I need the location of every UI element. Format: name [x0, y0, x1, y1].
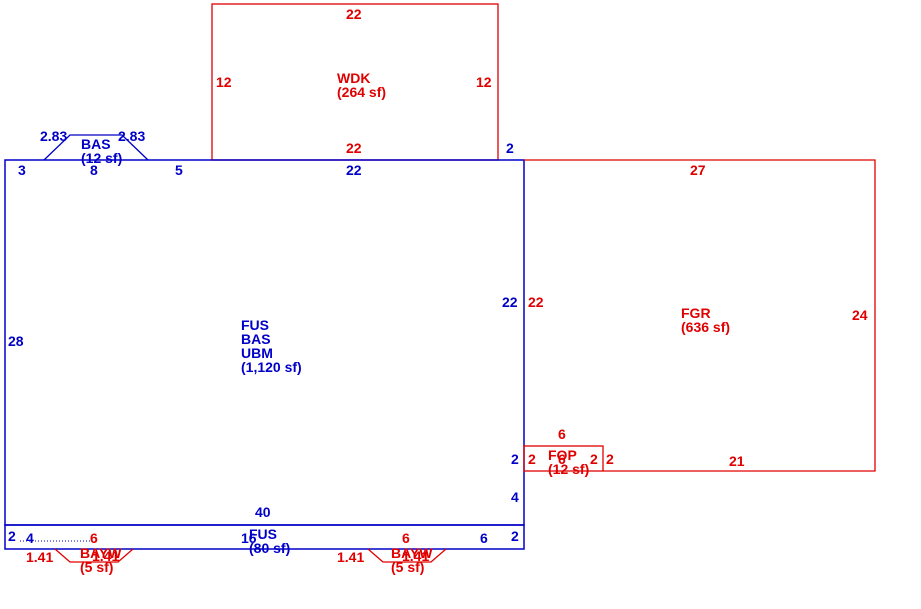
bas-bay-outline [43, 134, 149, 161]
dim-bay-left: 2.83 [40, 128, 67, 144]
dim-main-right-2: 2 [511, 451, 519, 467]
main-line1: FUS [241, 317, 269, 333]
dim-main-left: 28 [8, 333, 24, 349]
dim-fop-top: 6 [558, 426, 566, 442]
wdk-size: (264 sf) [337, 84, 386, 100]
fgr-outline [524, 159, 876, 472]
dim-wdk-corner: 2 [506, 140, 514, 156]
bayw-right-size: (5 sf) [391, 559, 424, 575]
bas-bay-size: (12 sf) [81, 150, 122, 166]
dim-main-top-3: 3 [18, 162, 26, 178]
main-size: (1,120 sf) [241, 359, 302, 375]
dim-wdk-top: 22 [346, 6, 362, 22]
dim-main-top-22: 22 [346, 162, 362, 178]
dim-fgr-top: 27 [690, 162, 706, 178]
dim-fop-inner: 6 [558, 451, 566, 467]
dim-fop-left: 2 [528, 451, 536, 467]
dim-main-top-8: 8 [90, 162, 98, 178]
dim-fgr-bottom: 21 [729, 453, 745, 469]
dim-strip-6: 6 [480, 530, 488, 546]
bayw-left-outline [54, 548, 134, 563]
dim-main-right-4: 4 [511, 489, 519, 505]
dim-main-right: 22 [502, 294, 518, 310]
fus-strip-outline [4, 524, 525, 550]
bayw-right-outline [367, 548, 447, 563]
dim-fgr-right: 24 [852, 307, 868, 323]
bayw-left-name: BAYW [80, 545, 122, 561]
dim-bayw-right-141b: 1.41 [402, 548, 429, 564]
dim-fop-inner2: 2 [590, 451, 598, 467]
dim-strip-right: 2 [511, 528, 519, 544]
fus-strip-size: (80 sf) [249, 540, 290, 556]
dim-wdk-bottom: 22 [346, 140, 362, 156]
fgr-name: FGR [681, 305, 711, 321]
dim-fop-right: 2 [606, 451, 614, 467]
main-line2: BAS [241, 331, 271, 347]
dim-bayw-left-141b: 1.41 [92, 548, 119, 564]
dim-fgr-left: 22 [528, 294, 544, 310]
main-line3: UBM [241, 345, 273, 361]
fop-outline [523, 445, 604, 472]
dim-bayw-left-6: 6 [90, 530, 98, 546]
dim-wdk-right: 12 [476, 74, 492, 90]
dim-strip-4: 4 [26, 530, 34, 546]
fus-strip-name: FUS [249, 526, 277, 542]
dim-strip-left: 2 [8, 528, 16, 544]
bayw-right-name: BAYW [391, 545, 433, 561]
fop-name: FOP [548, 447, 577, 463]
dim-bay-right: 2.83 [118, 128, 145, 144]
wdk-name: WDK [337, 70, 370, 86]
dim-wdk-left: 12 [216, 74, 232, 90]
dim-main-top-5: 5 [175, 162, 183, 178]
fgr-size: (636 sf) [681, 319, 730, 335]
dim-main-bottom: 40 [255, 504, 271, 520]
bayw-left-size: (5 sf) [80, 559, 113, 575]
dim-bayw-left-141: 1.41 [26, 549, 53, 565]
dim-strip-16: 16 [241, 530, 257, 546]
dim-bayw-right-141: 1.41 [337, 549, 364, 565]
bas-bay-name: BAS [81, 136, 111, 152]
fop-size: (12 sf) [548, 461, 589, 477]
dim-bayw-right-6: 6 [402, 530, 410, 546]
